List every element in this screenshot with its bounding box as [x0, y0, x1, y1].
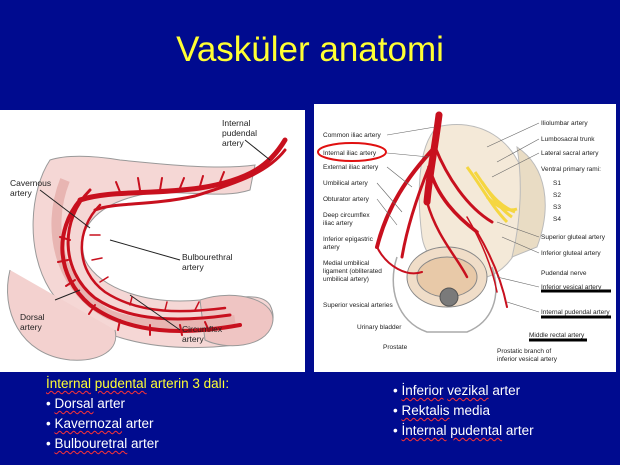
highlight-circle [317, 142, 387, 162]
bullet-item: • Rektalis media [393, 403, 491, 418]
label-internal-pudendal: Internal pudendal artery [222, 118, 259, 148]
right-leaders [376, 122, 540, 313]
scrotum-shape [7, 269, 117, 361]
bullet-item: • Bulbouretral arter [46, 436, 159, 451]
svg-text:Deep circumflex: Deep circumflex [323, 212, 370, 219]
svg-text:Lateral sacral artery: Lateral sacral artery [541, 150, 599, 157]
svg-text:Prostatic branch of: Prostatic branch of [497, 348, 551, 355]
penile-artery-figure: Internal pudendal artery Cavernous arter… [0, 110, 305, 372]
bullet-item: • İnternal pudental arter [393, 423, 534, 438]
right-bullet-list: • İnferior vezikal arter • Rektalis medi… [393, 381, 534, 441]
svg-text:artery: artery [323, 244, 340, 251]
artery-network [57, 137, 288, 336]
svg-text:Superior vesical arteries: Superior vesical arteries [323, 302, 393, 309]
svg-text:Internal pudendal artery: Internal pudendal artery [541, 309, 610, 316]
svg-text:Medial umbilical: Medial umbilical [323, 260, 370, 267]
svg-text:Pudendal nerve: Pudendal nerve [541, 270, 587, 277]
svg-text:External iliac artery: External iliac artery [323, 164, 379, 171]
bullet-item: • Dorsal arter [46, 396, 126, 411]
svg-text:Lumbosacral trunk: Lumbosacral trunk [541, 136, 595, 143]
svg-text:Inferior gluteal artery: Inferior gluteal artery [541, 250, 601, 257]
svg-text:Umbilical artery: Umbilical artery [323, 180, 369, 187]
svg-text:Inferior vesical artery: Inferior vesical artery [541, 284, 602, 291]
svg-text:Urinary bladder: Urinary bladder [357, 324, 402, 331]
label-bulbourethral: Bulbourethral artery [182, 252, 235, 272]
svg-text:Inferior epigastric: Inferior epigastric [323, 236, 374, 243]
svg-text:S4: S4 [553, 216, 561, 223]
bullet-item: • İnferior vezikal arter [393, 383, 521, 398]
svg-text:umbilical artery): umbilical artery) [323, 276, 369, 283]
svg-text:inferior vesical artery: inferior vesical artery [497, 356, 558, 363]
label-dorsal: Dorsal artery [20, 312, 47, 332]
svg-text:S1: S1 [553, 180, 561, 187]
svg-text:ligament (obliterated: ligament (obliterated [323, 268, 382, 275]
svg-text:Common iliac artery: Common iliac artery [323, 132, 382, 139]
bullet-item: • Kavernozal arter [46, 416, 154, 431]
svg-text:Ventral primary rami:: Ventral primary rami: [541, 166, 601, 173]
svg-text:Iliolumbar artery: Iliolumbar artery [541, 120, 588, 127]
svg-text:S2: S2 [553, 192, 561, 199]
right-label-group: Iliolumbar artery Lumbosacral trunk Late… [497, 120, 610, 363]
label-cavernous: Cavernous artery [10, 178, 53, 198]
left-label-group: Common iliac artery Internal iliac arter… [323, 132, 408, 351]
svg-text:Internal iliac artery: Internal iliac artery [323, 150, 377, 157]
svg-text:Prostate: Prostate [383, 344, 408, 351]
svg-text:iliac artery: iliac artery [323, 220, 353, 227]
bullet-heading: İnternal pudental arterin 3 dalı: [46, 376, 230, 391]
svg-text:Middle rectal artery: Middle rectal artery [529, 332, 585, 339]
pelvic-artery-figure: Common iliac artery Internal iliac arter… [314, 104, 616, 372]
sacral-nerves [465, 166, 518, 224]
svg-text:Superior gluteal artery: Superior gluteal artery [541, 234, 606, 241]
left-bullet-list: İnternal pudental arterin 3 dalı: • Dors… [46, 374, 229, 454]
prostate-shape [439, 287, 459, 307]
svg-text:S3: S3 [553, 204, 561, 211]
label-leaders [39, 139, 271, 331]
sacrum-shape [511, 145, 546, 258]
label-circumflex: Circumflex artery [182, 324, 225, 344]
slide-title: Vasküler anatomi [176, 30, 444, 69]
svg-text:Obturator artery: Obturator artery [323, 196, 370, 203]
